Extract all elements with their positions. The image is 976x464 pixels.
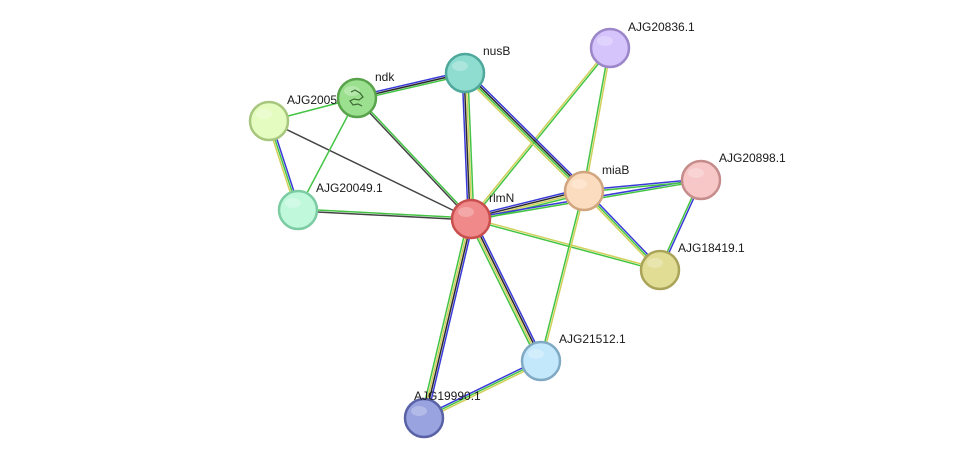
edge-channel xyxy=(584,48,612,192)
edge-channel xyxy=(465,71,586,191)
node-label: rlmN xyxy=(489,191,514,205)
node-highlight xyxy=(256,109,272,119)
node-label: ndk xyxy=(375,70,395,84)
node-ndk[interactable] xyxy=(336,77,378,119)
node-label: AJG21512.1 xyxy=(559,332,626,346)
edge-rlmN-AJG20836.1[interactable] xyxy=(469,46,612,221)
edge-channel xyxy=(582,47,610,191)
node-AJG20049.1[interactable] xyxy=(277,189,319,231)
node-highlight xyxy=(647,258,663,268)
node-circle[interactable] xyxy=(248,100,290,142)
edge-AJG21512.1-AJG19990.1[interactable] xyxy=(422,358,543,421)
node-miaB[interactable] xyxy=(563,170,605,212)
edge-channel xyxy=(471,217,661,270)
node-rlmN[interactable] xyxy=(450,198,492,240)
node-AJG20836.1[interactable] xyxy=(589,27,631,69)
edge-channel xyxy=(469,219,541,362)
node-label: AJG18419.1 xyxy=(678,241,745,255)
edge-AJG20836.1-miaB[interactable] xyxy=(582,47,612,192)
edge-channel xyxy=(462,74,583,194)
node-circle[interactable] xyxy=(520,340,562,382)
edge-channel xyxy=(470,219,660,272)
node-circle[interactable] xyxy=(403,397,445,439)
node-circle[interactable] xyxy=(563,170,605,212)
edge-channel xyxy=(297,210,471,221)
node-highlight xyxy=(411,406,427,416)
edge-channel xyxy=(466,70,587,190)
node-AJG2005[interactable] xyxy=(248,100,290,142)
node-circle[interactable] xyxy=(680,159,722,201)
node-label: AJG20836.1 xyxy=(628,20,695,34)
edge-channel xyxy=(422,218,471,418)
node-label: miaB xyxy=(602,163,629,177)
node-label: AJG19990.1 xyxy=(414,389,481,403)
node-highlight xyxy=(285,198,301,208)
edge-rlmN-ndk[interactable] xyxy=(355,96,473,221)
edge-channel xyxy=(298,208,472,219)
edge-channel xyxy=(471,218,543,361)
edge-nusB-miaB[interactable] xyxy=(462,70,587,194)
node-highlight xyxy=(528,349,544,359)
edge-miaB-AJG21512.1[interactable] xyxy=(539,190,586,362)
edge-channel xyxy=(541,191,586,362)
node-highlight xyxy=(452,61,468,71)
edge-channel xyxy=(355,98,471,221)
node-highlight xyxy=(458,207,474,217)
edge-channel xyxy=(297,97,358,211)
edge-rlmN-AJG2005[interactable] xyxy=(268,120,472,220)
edge-channel xyxy=(426,219,475,419)
edge-channel xyxy=(424,362,543,421)
node-layer xyxy=(248,27,722,439)
node-label: AJG2005 xyxy=(287,93,337,107)
node-circle[interactable] xyxy=(444,52,486,94)
edge-channel xyxy=(471,48,612,221)
node-AJG18419.1[interactable] xyxy=(639,249,681,291)
node-nusB[interactable] xyxy=(444,52,486,94)
edge-rlmN-AJG19990.1[interactable] xyxy=(420,218,475,419)
edge-channel xyxy=(463,73,471,220)
edge-channel xyxy=(539,190,584,361)
edge-rlmN-AJG21512.1[interactable] xyxy=(467,217,545,363)
node-highlight xyxy=(597,36,613,46)
node-label: AJG20049.1 xyxy=(316,181,383,195)
edge-channel xyxy=(420,218,469,418)
edge-channel xyxy=(467,72,475,219)
edge-channel xyxy=(467,219,540,363)
node-label: AJG20898.1 xyxy=(719,151,786,165)
edge-channel xyxy=(465,72,473,219)
edge-channel xyxy=(422,358,541,417)
node-label: nusB xyxy=(483,44,510,58)
node-circle[interactable] xyxy=(589,27,631,69)
node-circle[interactable] xyxy=(450,198,492,240)
edge-channel xyxy=(268,120,472,220)
edge-channel xyxy=(469,46,610,219)
protein-structure-icon xyxy=(349,89,364,107)
node-AJG21512.1[interactable] xyxy=(520,340,562,382)
edge-rlmN-AJG20049.1[interactable] xyxy=(297,208,472,221)
edge-channel xyxy=(463,73,584,193)
edge-rlmN-AJG18419.1[interactable] xyxy=(470,217,661,272)
node-AJG19990.1[interactable] xyxy=(403,397,445,439)
edge-channel xyxy=(461,73,469,220)
edge-channel xyxy=(472,217,545,361)
node-circle[interactable] xyxy=(336,77,378,119)
node-circle[interactable] xyxy=(639,249,681,291)
edge-channel xyxy=(357,96,473,219)
node-highlight xyxy=(571,179,587,189)
node-AJG20898.1[interactable] xyxy=(680,159,722,201)
edge-ndk-AJG20049.1[interactable] xyxy=(297,97,358,211)
edge-channel xyxy=(423,360,542,419)
node-circle[interactable] xyxy=(277,189,319,231)
node-highlight xyxy=(688,168,704,178)
edge-rlmN-nusB[interactable] xyxy=(461,72,475,220)
edge-channel xyxy=(424,219,473,419)
